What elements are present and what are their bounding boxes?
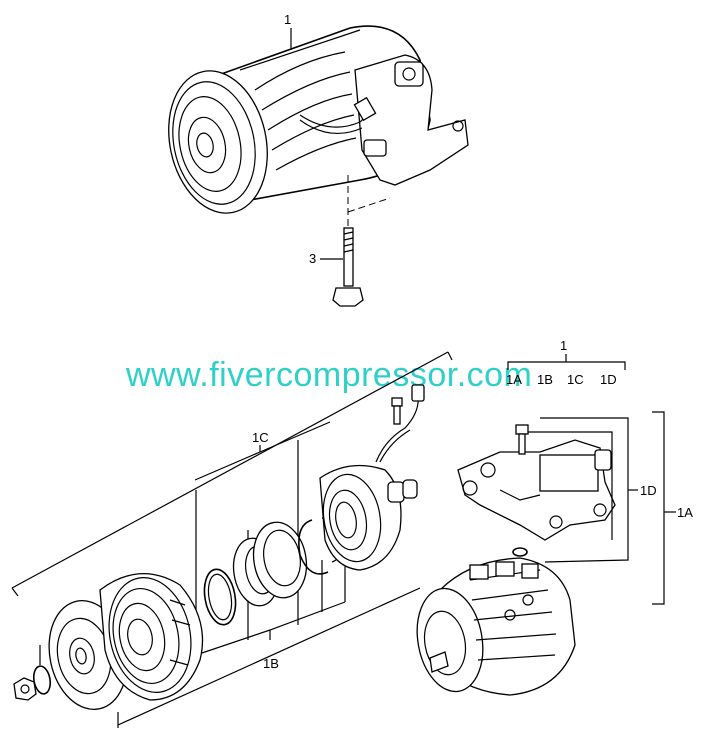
watermark-text: www.fivercompressor.com: [125, 356, 532, 394]
kit-item-b: 1B: [537, 372, 553, 387]
kit-list: 1 1A 1B 1C 1D: [506, 338, 626, 387]
coil-screw: [391, 397, 403, 425]
valve-screw: [515, 424, 529, 455]
hub-washer: [32, 665, 52, 695]
callout-top-compressor: 1: [284, 12, 291, 27]
kit-bracket: [507, 354, 626, 370]
callout-valve-group: 1D: [640, 483, 657, 498]
bolt-part: [332, 227, 364, 307]
clutch-frame-end: [11, 587, 19, 597]
callout-bearing-group: 1B: [263, 656, 279, 671]
overall-bracket: [652, 411, 665, 605]
snap-ring: [203, 568, 237, 626]
top-compressor-assembly: [168, 25, 469, 214]
kit-item-a: 1A: [506, 372, 522, 387]
callout-bolt: 3: [309, 251, 316, 266]
valve-bracket: [540, 417, 629, 563]
clutch-frame-end-2: [447, 351, 453, 361]
callout-overall-group: 1A: [677, 505, 693, 520]
callout-kit-main: 1: [560, 338, 567, 353]
clutch-frame-bottom: [117, 587, 421, 726]
clutch-frame-top: [11, 351, 449, 589]
open-snap-ring: [298, 519, 329, 575]
field-coil: [319, 384, 425, 571]
bearing-bracket-1b: [195, 601, 346, 656]
bolt-guide-line-2: [347, 197, 391, 213]
kit-item-d: 1D: [600, 372, 617, 387]
bottom-compressor: [416, 557, 576, 696]
kit-item-c: 1C: [567, 372, 584, 387]
valve-o-ring: [512, 547, 528, 557]
callout-clutch-group: 1C: [252, 430, 269, 445]
valve-bracket-inner: [528, 431, 613, 540]
snap-ring-inner: [207, 573, 233, 621]
clutch-pulley: [99, 573, 204, 701]
hub-nut: [13, 677, 37, 701]
control-valve-assembly: [457, 439, 616, 541]
